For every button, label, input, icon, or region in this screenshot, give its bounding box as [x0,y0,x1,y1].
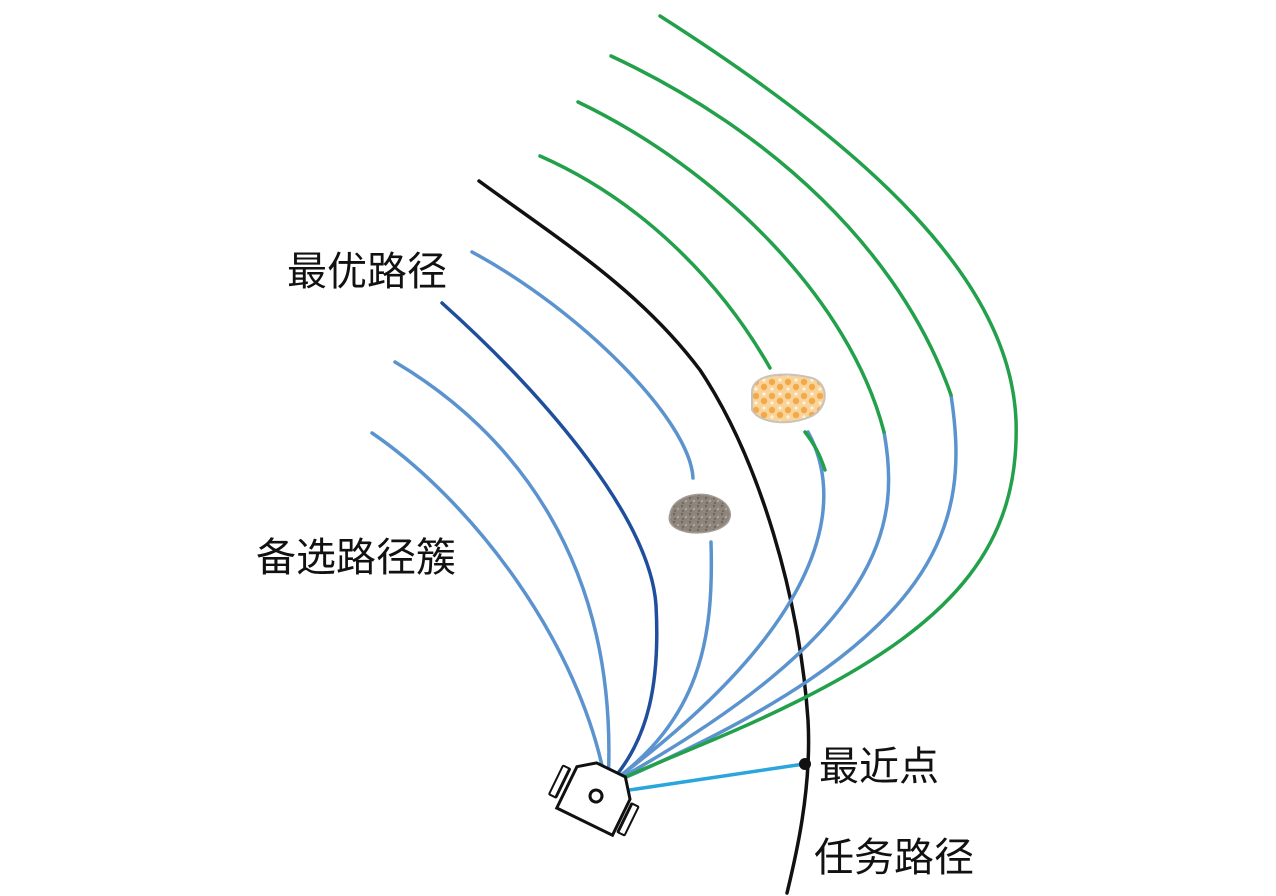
nearest-point-link [594,762,806,797]
blocked-path-3 [609,54,953,397]
nearest-point-label: 最近点 [819,744,939,790]
task-path-label: 任务路径 [814,835,974,881]
optimal-path-label: 最优路径 [287,249,447,295]
rock-obstacle-icon [668,493,731,534]
candidate-path-7 [606,393,958,787]
optimal-path [440,301,659,787]
nearest-point-marker [799,758,811,770]
task-path [477,179,811,895]
candidate-path-6 [606,430,891,787]
candidate-path-1 [370,431,608,787]
candidate-cluster-label: 备选路径簇 [256,535,456,581]
blocked-path-4 [606,14,1018,787]
robot-icon [548,761,640,838]
candidate-path-2 [393,360,611,787]
blocked-path-stub [803,430,827,472]
candidate-path-3 [470,250,695,480]
blocked-path-2 [576,100,886,434]
blocked-path-1 [538,154,772,370]
gravel-obstacle-icon [751,373,826,424]
